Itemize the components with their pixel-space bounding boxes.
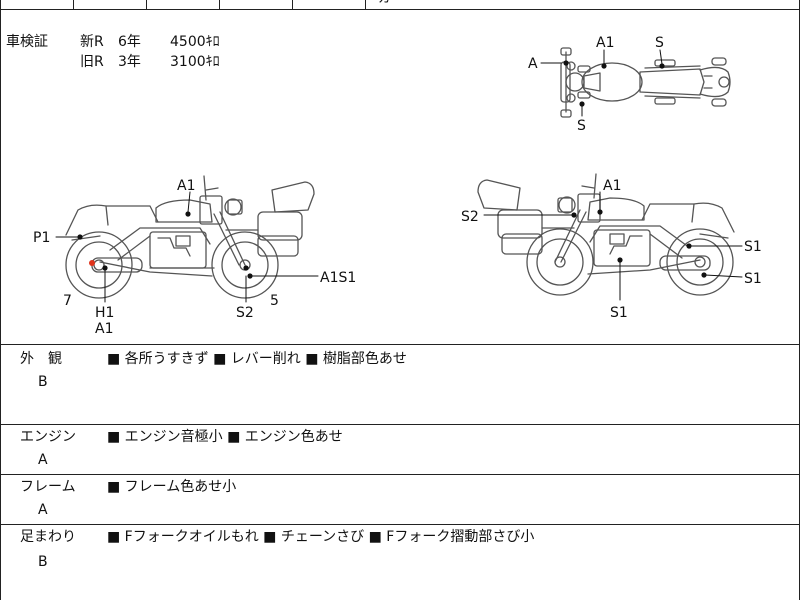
registration-label: 車検証	[6, 34, 48, 50]
label-a1: A1	[177, 178, 195, 194]
marker-dot	[185, 211, 191, 217]
label-s: S	[655, 35, 664, 51]
label-a1s1: A1S1	[320, 270, 356, 286]
label-7: 7	[63, 293, 72, 309]
top-cell-divider	[219, 0, 220, 9]
top-partial-text: ガ゛ -゛	[378, 0, 426, 8]
label-s1: S1	[744, 271, 762, 287]
marker-dot	[247, 273, 253, 279]
label-s1: S1	[610, 305, 628, 321]
marker-dot	[597, 209, 603, 215]
marker-dot	[617, 257, 623, 263]
damage-markers	[77, 60, 707, 279]
marker-dot	[77, 234, 83, 240]
top-cell-divider	[365, 0, 366, 9]
section-divider	[0, 344, 800, 345]
marker-dot	[701, 272, 707, 278]
condition-label-suspension: 足まわり	[20, 529, 76, 545]
label-a1: A1	[596, 35, 614, 51]
marker-dot	[659, 63, 665, 69]
registration-old-type: 旧R	[80, 54, 104, 70]
label-s2: S2	[236, 305, 254, 321]
condition-label-frame: フレーム	[20, 479, 76, 495]
registration-new-type: 新R	[80, 34, 104, 50]
condition-notes-exterior: ■ 各所うすきず ■ レバー削れ ■ 樹脂部色あせ	[107, 351, 407, 367]
top-view-motorcycle	[560, 47, 731, 118]
condition-grade-frame: A	[38, 502, 48, 518]
marker-dot	[243, 265, 249, 271]
marker-dot	[579, 101, 585, 107]
top-cell-divider	[292, 0, 293, 9]
label-s1: S1	[744, 239, 762, 255]
section-divider	[0, 524, 800, 525]
label-5: 5	[270, 293, 279, 309]
top-cell-divider	[146, 0, 147, 9]
label-s2: S2	[461, 209, 479, 225]
callout-lines	[55, 49, 743, 303]
registration-old-price: 3100ｷﾛ	[170, 54, 220, 70]
damage-diagram: A A1 S S A1 P1 7 H1 A1 S2 5 A1S1 A1 S2 S…	[33, 35, 762, 337]
condition-notes-engine: ■ エンジン音極小 ■ エンジン色あせ	[107, 429, 343, 445]
marker-dot	[571, 212, 577, 218]
condition-grade-exterior: B	[38, 374, 48, 390]
left-side-motorcycle	[65, 175, 315, 299]
condition-grade-suspension: B	[38, 554, 48, 570]
right-side-motorcycle	[477, 173, 735, 296]
registration-new-years: 6年	[118, 34, 141, 50]
top-divider	[0, 9, 800, 10]
label-s: S	[577, 118, 586, 134]
condition-label-exterior: 外 観	[20, 351, 62, 367]
registration-new-price: 4500ｷﾛ	[170, 34, 220, 50]
condition-grade-engine: A	[38, 452, 48, 468]
label-a1: A1	[603, 178, 621, 194]
marker-dot	[601, 63, 607, 69]
label-h1: H1	[95, 305, 114, 321]
marker-dot	[686, 243, 692, 249]
condition-notes-frame: ■ フレーム色あせ小	[107, 479, 237, 495]
marker-dot	[102, 265, 108, 271]
label-a1: A1	[95, 321, 113, 337]
condition-notes-suspension: ■ Fフォークオイルもれ ■ チェーンさび ■ Fフォーク摺動部さび小	[107, 529, 535, 545]
condition-label-engine: エンジン	[20, 429, 76, 445]
top-cell-divider	[73, 0, 74, 9]
label-p1: P1	[33, 230, 50, 246]
registration-old-years: 3年	[118, 54, 141, 70]
section-divider	[0, 474, 800, 475]
section-divider	[0, 424, 800, 425]
label-a: A	[528, 56, 538, 72]
marker-dot-red	[89, 260, 95, 266]
marker-dot	[563, 60, 569, 66]
